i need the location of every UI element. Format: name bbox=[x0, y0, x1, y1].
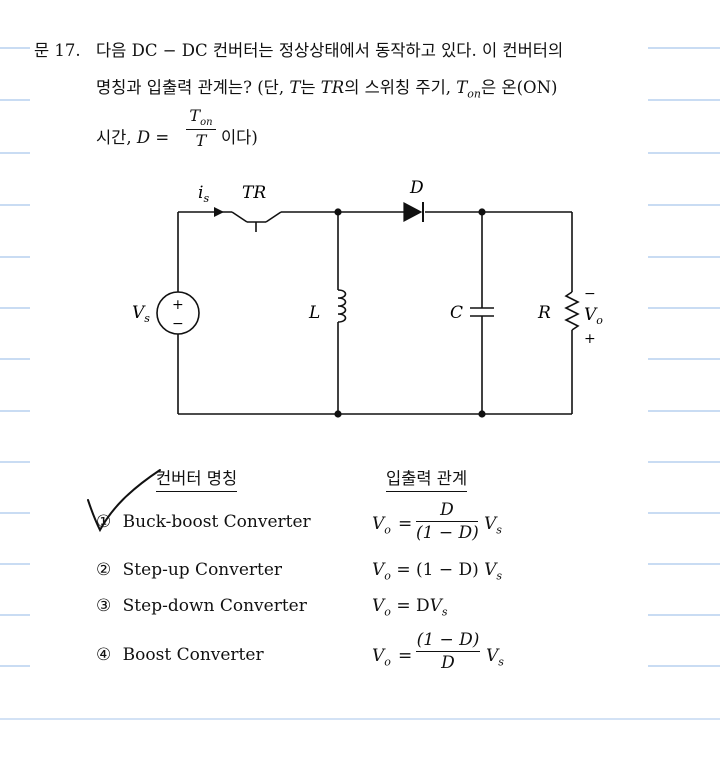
ruled-line-9 bbox=[0, 461, 30, 463]
ruled-line-8 bbox=[0, 410, 30, 412]
q2-var-Ton: T bbox=[456, 78, 468, 97]
q2-pre: 명칭과 입출력 관계는? (단, bbox=[96, 78, 290, 97]
tr-emitter-lead bbox=[231, 211, 248, 223]
junction-dot bbox=[334, 208, 342, 216]
handwritten-check-icon bbox=[87, 469, 161, 533]
label-R: R bbox=[537, 303, 551, 323]
ruled-line-10 bbox=[0, 512, 30, 514]
q3-frac-num: Ton bbox=[189, 106, 213, 129]
ruled-line-5 bbox=[0, 256, 30, 258]
ruled-line-6b bbox=[648, 307, 720, 309]
q2-post: 은 온(ON) bbox=[481, 78, 558, 97]
ruled-line-bottom bbox=[0, 718, 720, 720]
label-Vo: Vo bbox=[584, 305, 603, 327]
option-name: Step-down Converter bbox=[122, 596, 307, 616]
q2-var-TR: TR bbox=[320, 78, 345, 97]
label-D: D bbox=[409, 178, 424, 198]
ruled-line-6 bbox=[0, 307, 30, 309]
ruled-line-8b bbox=[648, 410, 720, 412]
ruled-line-1b bbox=[648, 47, 720, 49]
ruled-line-1 bbox=[0, 47, 30, 49]
formula-2: Vo = (1 − D) Vs bbox=[372, 560, 503, 583]
option-2[interactable]: ② Step-up Converter bbox=[96, 560, 282, 580]
current-arrow-icon bbox=[214, 207, 224, 217]
formula-4-den: D bbox=[441, 653, 455, 673]
ruled-line-2 bbox=[0, 99, 30, 101]
header-io-relation: 입출력 관계 bbox=[386, 465, 468, 492]
ruled-line-11b bbox=[648, 563, 720, 565]
ruled-line-3 bbox=[0, 152, 30, 154]
option-name: Step-up Converter bbox=[122, 560, 283, 580]
formula-1-num: D bbox=[440, 500, 454, 520]
ruled-line-7b bbox=[648, 358, 720, 360]
ruled-line-12b bbox=[648, 614, 720, 616]
option-marker: ④ bbox=[96, 645, 112, 665]
ruled-line-3b bbox=[648, 152, 720, 154]
label-L: L bbox=[308, 303, 320, 323]
junction-dot bbox=[478, 208, 486, 216]
tr-collector-lead bbox=[265, 211, 282, 223]
ruled-line-4 bbox=[0, 204, 30, 206]
formula-1-den: (1 − D) bbox=[416, 523, 479, 543]
ruled-line-9b bbox=[648, 461, 720, 463]
ruled-line-4b bbox=[648, 204, 720, 206]
q3-frac-bar bbox=[186, 129, 216, 131]
option-name: Boost Converter bbox=[122, 645, 264, 665]
ruled-line-2b bbox=[648, 99, 720, 101]
label-out-plus: + bbox=[584, 331, 596, 347]
q2-sub-on: on bbox=[467, 87, 481, 101]
inductor-coil bbox=[337, 289, 347, 323]
source-plus: + bbox=[172, 297, 184, 313]
option-4[interactable]: ④ Boost Converter bbox=[96, 645, 264, 665]
label-Vs: Vs bbox=[132, 303, 150, 325]
voltage-source bbox=[156, 291, 200, 335]
q2-mid2: 의 스위칭 주기, bbox=[344, 78, 457, 97]
question-number: 문 17. bbox=[34, 41, 81, 60]
label-C: C bbox=[450, 303, 463, 323]
resistor-zigzag bbox=[564, 291, 580, 331]
option-3[interactable]: ③ Step-down Converter bbox=[96, 596, 307, 616]
q3-eq: = bbox=[155, 128, 170, 147]
ruled-line-10b bbox=[648, 512, 720, 514]
label-is: is bbox=[198, 183, 209, 205]
q2-mid1: 는 bbox=[300, 78, 321, 97]
ruled-line-12 bbox=[0, 614, 30, 616]
q3-var-D: D bbox=[136, 128, 151, 147]
source-minus: − bbox=[172, 316, 184, 332]
option-marker: ② bbox=[96, 560, 112, 580]
q3-pre: 시간, bbox=[96, 128, 137, 147]
question-line-3-post: 이다) bbox=[221, 128, 258, 147]
diode-triangle bbox=[403, 202, 423, 222]
junction-dot bbox=[334, 410, 342, 418]
ruled-line-7 bbox=[0, 358, 30, 360]
formula-3: Vo = DVs bbox=[372, 596, 448, 619]
label-TR: TR bbox=[242, 183, 266, 203]
question-line-3: 시간, D = bbox=[96, 124, 169, 148]
junction-dot bbox=[478, 410, 486, 418]
option-name: Buck-boost Converter bbox=[122, 512, 311, 532]
ruled-line-13 bbox=[0, 665, 30, 667]
ruled-line-11 bbox=[0, 563, 30, 565]
option-1[interactable]: ① Buck-boost Converter bbox=[96, 512, 311, 532]
option-marker: ① bbox=[96, 512, 112, 532]
question-line-2: 명칭과 입출력 관계는? (단, T는 TR의 스위칭 주기, Ton은 온(O… bbox=[96, 74, 557, 100]
ruled-line-13b bbox=[648, 665, 720, 667]
q3-frac: Ton T bbox=[186, 106, 216, 150]
formula-4-num: (1 − D) bbox=[416, 630, 480, 650]
q3-frac-den: T bbox=[195, 131, 207, 151]
question-line-1: 다음 DC − DC 컨버터는 정상상태에서 동작하고 있다. 이 컨버터의 bbox=[96, 41, 564, 60]
label-out-minus: − bbox=[584, 286, 596, 302]
q2-var-T: T bbox=[289, 78, 301, 97]
header-converter-name: 컨버터 명칭 bbox=[156, 465, 238, 492]
option-marker: ③ bbox=[96, 596, 112, 616]
ruled-line-5b bbox=[648, 256, 720, 258]
